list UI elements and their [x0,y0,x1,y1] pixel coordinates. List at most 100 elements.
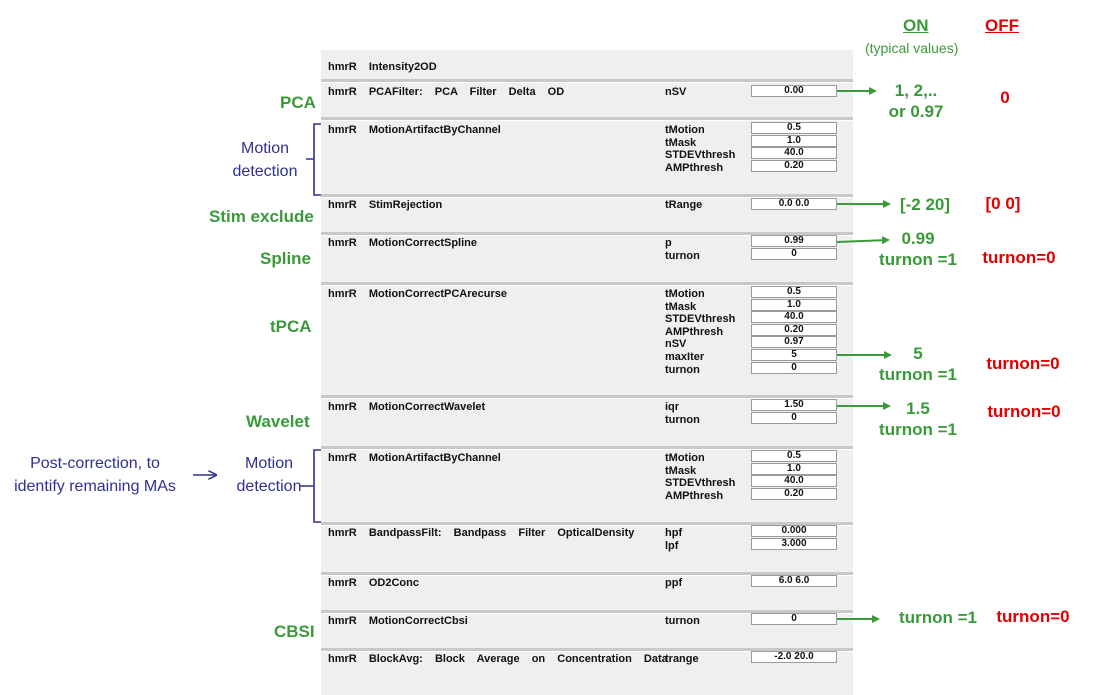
row-divider [321,522,853,526]
row-divider [321,282,853,286]
param-input-turnon[interactable]: 0 [751,613,837,625]
param-label-turnon: turnon [665,250,700,262]
param-label-nsv: nSV [665,338,687,351]
annotation-wavelet-on-line2: turnon =1 [879,420,957,439]
param-label-turnon: turnon [665,615,700,627]
label-spline: Spline [260,249,312,268]
header-off: OFF [985,16,1019,35]
label-tpca: tPCA [270,317,312,336]
param-input-ampthresh[interactable]: 0.20 [751,159,837,172]
param-label-turnon: turnon [665,414,700,426]
annotation-spline-on-line1: 0.99 [901,229,935,248]
param-input-nsv[interactable]: 0.97 [751,336,837,349]
param-label-tmotion: tMotion [665,124,705,136]
annotation-wavelet-off: turnon=0 [987,402,1061,421]
label-post-correction-line1: Post-correction, to [30,455,160,472]
param-input-lpf[interactable]: 3.000 [751,537,837,550]
param-label-ppf: ppf [665,577,683,589]
param-input-turnon[interactable]: 0 [751,412,837,424]
param-label-ampthresh: AMPthresh [665,161,724,174]
annotation-cbsi-off: turnon=0 [996,607,1070,626]
param-input-tmotion[interactable]: 0.5 [751,122,837,134]
row-divider [321,610,853,614]
param-input-tmotion[interactable]: 0.5 [751,286,837,298]
function-name-cbsi: hmrR MotionCorrectCbsi [328,615,468,627]
function-name-spline: hmrR MotionCorrectSpline [328,237,478,249]
row-divider [321,79,853,83]
param-input-tmask[interactable]: 1.0 [751,134,837,147]
function-name-motionartifact: hmrR MotionArtifactByChannel [328,124,501,136]
annotation-spline-on-line2: turnon =1 [879,250,957,269]
label-motion-detection-line2: detection [236,478,302,495]
param-input-iqr[interactable]: 1.50 [751,399,837,411]
function-name-pcafilter: hmrR PCAFilter: PCA Filter Delta OD [328,86,565,98]
param-input-stdevthresh[interactable]: 40.0 [751,311,837,324]
function-name-stimrejection: hmrR StimRejection [328,199,443,211]
annotation-pca-off: 0 [1000,88,1010,107]
param-input-stdevthresh[interactable]: 40.0 [751,475,837,488]
label-wavelet: Wavelet [246,412,310,431]
param-label-lpf: lpf [665,539,679,552]
param-label-p: p [665,237,672,249]
param-input-stdevthresh[interactable]: 40.0 [751,147,837,160]
annotation-stim-on: [-2 20] [899,195,951,214]
label-motion-detection-line1: Motion [244,455,294,472]
param-input-maxiter[interactable]: 5 [751,349,837,361]
param-input-ampthresh[interactable]: 0.20 [751,323,837,336]
param-label-stdevthresh: STDEVthresh [665,313,736,326]
param-input-hpf[interactable]: 0.000 [751,525,837,537]
function-name-pcarecurse: hmrR MotionCorrectPCArecurse [328,288,507,300]
annotation-pca-on: 1, 2,.. or 0.97 [876,80,956,122]
param-label-nsv: nSV [665,86,687,98]
param-input-tmask[interactable]: 1.0 [751,462,837,475]
header-on-subtitle: (typical values) [865,40,959,56]
row-divider [321,572,853,576]
label-motion-detection: Motion detection [214,452,324,498]
param-input-trange[interactable]: -2.0 20.0 [751,651,837,663]
function-name-bandpassfilt: hmrR BandpassFilt: Bandpass Filter Optic… [328,527,635,539]
label-pca: PCA [280,93,316,112]
function-name-blockavg: hmrR BlockAvg: Block Average on Concentr… [328,653,668,665]
param-label-tmask: tMask [665,464,697,477]
annotation-pca-on-line2: or 0.97 [888,102,944,121]
param-label-hpf: hpf [665,527,683,539]
function-name-wavelet: hmrR MotionCorrectWavelet [328,401,486,413]
annotation-spline-on: 0.99 turnon =1 [870,228,966,270]
row-divider [321,194,853,198]
param-label-tmotion: tMotion [665,288,705,300]
annotation-cbsi-on: turnon =1 [899,608,977,627]
param-input-nsv[interactable]: 0.00 [751,85,837,97]
function-name-od2conc: hmrR OD2Conc [328,577,419,589]
label-motion-detection: Motion detection [210,137,320,183]
row-divider [321,395,853,399]
param-input-p[interactable]: 0.99 [751,235,837,247]
annotation-tpca-on-line2: turnon =1 [879,365,957,384]
annotation-stim-off: [0 0] [985,194,1021,213]
row-divider [321,117,853,121]
param-input-trange[interactable]: 0.0 0.0 [751,198,837,210]
annotation-pca-on-line1: 1, 2,.. [894,81,938,100]
param-label-tmask: tMask [665,136,697,149]
param-label-ampthresh: AMPthresh [665,325,724,338]
header-on: ON [903,16,929,35]
param-label-stdevthresh: STDEVthresh [665,149,736,162]
label-post-correction: Post-correction, to identify remaining M… [0,452,190,498]
label-motion-detection-line2: detection [232,163,298,180]
param-input-tmotion[interactable]: 0.5 [751,450,837,462]
param-input-ampthresh[interactable]: 0.20 [751,487,837,500]
param-input-tmask[interactable]: 1.0 [751,298,837,311]
label-cbsi: CBSI [274,622,315,641]
param-input-ppf[interactable]: 6.0 6.0 [751,575,837,587]
annotation-spline-off: turnon=0 [982,248,1056,267]
param-input-turnon[interactable]: 0 [751,361,837,374]
param-label-trange: trange [665,653,699,665]
function-name-motionartifact: hmrR MotionArtifactByChannel [328,452,501,464]
annotation-wavelet-on: 1.5 turnon =1 [870,398,966,440]
annotation-wavelet-on-line1: 1.5 [906,399,930,418]
param-label-tmotion: tMotion [665,452,705,464]
param-input-turnon[interactable]: 0 [751,248,837,260]
annotation-tpca-off: turnon=0 [986,354,1060,373]
label-post-correction-line2: identify remaining MAs [14,478,176,495]
param-label-stdevthresh: STDEVthresh [665,477,736,490]
function-name-intensity2od: hmrR Intensity2OD [328,61,437,73]
